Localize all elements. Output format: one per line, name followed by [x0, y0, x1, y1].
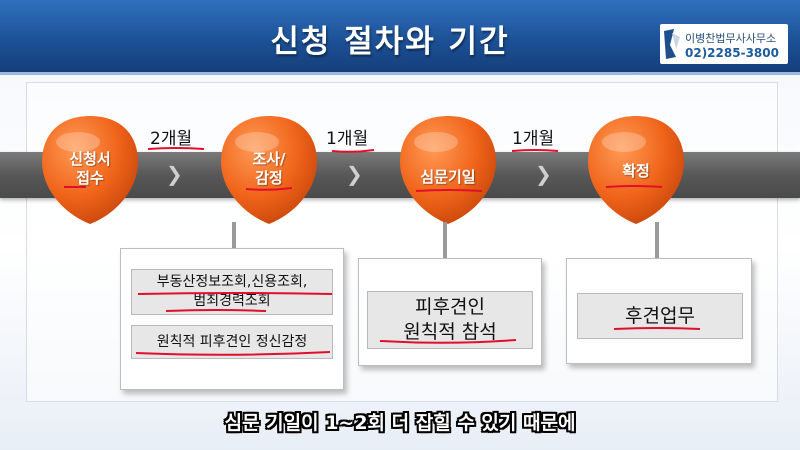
duration-underline — [147, 147, 205, 150]
label-underline — [64, 186, 86, 188]
chevron-right-icon: ❯ — [166, 162, 183, 186]
step-hearing: 심문기일 — [392, 112, 504, 228]
hearing-attendance-box: 피후견인 원칙적 참석 — [367, 291, 533, 349]
label-underline — [415, 189, 483, 192]
guardianship-box: 후견업무 — [577, 293, 743, 339]
records-check-line2: 범죄경력조회 — [193, 293, 271, 309]
investigation-card: 부동산정보조회,신용조회, 범죄경력조회 원칙적 피후견인 정신감정 — [120, 248, 344, 390]
chevron-right-icon: ❯ — [346, 162, 363, 186]
records-check-box: 부동산정보조회,신용조회, 범죄경력조회 — [131, 269, 333, 315]
logo-phone-number: 02)2285-3800 — [685, 46, 779, 60]
hearing-card: 피후견인 원칙적 참석 — [358, 258, 542, 366]
duration-label-2: 1개월 — [326, 129, 369, 149]
step-application: 신청서 접수 — [34, 112, 146, 228]
orange-drop-shape — [42, 116, 138, 224]
logo-office-name: 이병찬법무사사무소 — [685, 32, 777, 45]
text-underline — [135, 351, 331, 356]
hearing-line2: 원칙적 참석 — [403, 321, 497, 343]
mental-assessment-text: 원칙적 피후견인 정신감정 — [156, 334, 308, 350]
orange-drop-shape — [221, 116, 317, 224]
confirmation-card: 후견업무 — [566, 258, 752, 364]
records-check-line1: 부동산정보조회,신용조회, — [156, 274, 308, 290]
duration-underline — [331, 149, 375, 153]
step-label: 심문기일 — [420, 168, 476, 186]
hearing-line1: 피후견인 — [415, 296, 485, 318]
text-underline — [137, 292, 333, 312]
law-office-logo: 이병찬법무사사무소 02)2285-3800 — [660, 24, 788, 64]
orange-drop-shape — [588, 116, 684, 224]
step-label: 신청서 — [69, 150, 111, 168]
page-title: 신청 절차와 기간 — [270, 24, 510, 60]
step-label: 감정 — [255, 169, 283, 187]
text-underline — [379, 339, 517, 344]
step-label: 접수 — [76, 169, 104, 187]
label-underline — [605, 185, 663, 188]
guardianship-text: 후견업무 — [625, 305, 695, 327]
step-label: 확정 — [622, 162, 650, 180]
duration-label-3: 1개월 — [512, 129, 555, 149]
orange-drop-shape — [400, 116, 496, 224]
step-label: 조사/ — [252, 150, 286, 168]
video-caption: 심문 기일이 1~2회 더 잡힐 수 있기 때문에 — [224, 412, 576, 434]
text-underline — [613, 327, 701, 330]
step-confirmation: 확정 — [580, 112, 692, 228]
label-underline — [245, 187, 293, 191]
header-divider — [0, 72, 800, 75]
duration-underline — [511, 149, 559, 152]
step-investigation: 조사/ 감정 — [213, 112, 325, 228]
duration-label-1: 2개월 — [150, 129, 193, 149]
logo-mark-icon — [664, 29, 680, 59]
chevron-right-icon: ❯ — [535, 162, 552, 186]
